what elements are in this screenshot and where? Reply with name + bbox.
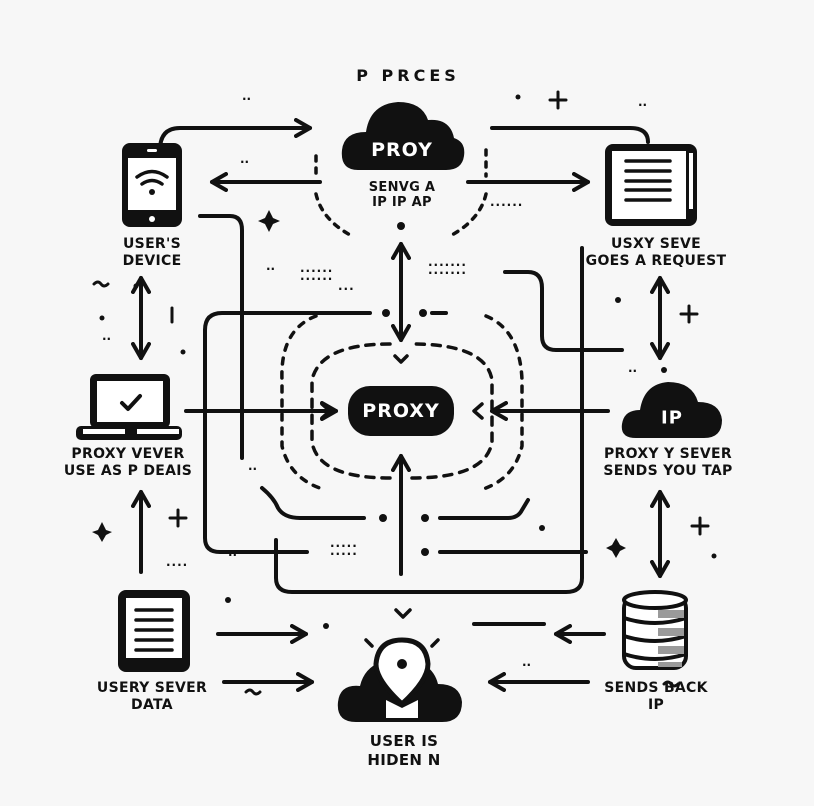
- tilde-icon: [92, 280, 110, 288]
- svg-text:......: ......: [300, 261, 333, 275]
- line-proxy-to-doc-top: [490, 126, 650, 144]
- check-icon: [120, 394, 142, 411]
- svg-text:...: ...: [338, 279, 355, 293]
- ip-cloud-icon: [621, 382, 722, 438]
- svg-text:..: ..: [228, 545, 237, 559]
- arrow-device-to-proxy: [158, 118, 312, 152]
- tablet-document-icon: [118, 590, 190, 672]
- chevron-down-bottom: [394, 608, 412, 619]
- laptop-label: PROXY VEVER USE AS P DEAIS: [63, 446, 193, 479]
- plus-icon: [548, 90, 568, 110]
- plus-icon: [690, 516, 710, 536]
- frame-bottom: [274, 246, 584, 594]
- frame-left-outer-down: [203, 328, 309, 554]
- frame-left-outer: [203, 311, 372, 332]
- server-data-label: USERY SEVER DATA: [96, 680, 208, 713]
- chevron-down: [393, 354, 409, 364]
- ray: [430, 638, 440, 648]
- svg-text:..: ..: [638, 95, 647, 109]
- frame-left-curve: [260, 486, 366, 520]
- plus-icon: [679, 304, 699, 324]
- svg-text:......: ......: [490, 195, 523, 209]
- svg-text:..: ..: [628, 361, 637, 375]
- dashed-cloud-left: [314, 154, 354, 238]
- proxy-center-node: [348, 386, 454, 436]
- svg-text:......: ......: [300, 269, 333, 283]
- svg-text:.....: .....: [330, 544, 358, 558]
- dashed-ring-outer: [280, 314, 524, 492]
- frame-left-inner: [198, 214, 244, 460]
- plus-icon: [168, 508, 188, 528]
- smartphone-wifi-icon: [122, 143, 182, 227]
- svg-text:.....: .....: [330, 536, 358, 550]
- laptop-check-icon: [76, 374, 182, 440]
- chevron-right: [320, 402, 332, 420]
- dashed-ring-inner: [310, 342, 494, 480]
- tilde-icon: [662, 680, 680, 688]
- dashed-cloud-right: [448, 148, 488, 238]
- chevron-left: [472, 402, 484, 420]
- svg-text:....: ....: [166, 555, 188, 569]
- svg-text:..: ..: [248, 459, 257, 473]
- ray: [364, 638, 374, 648]
- svg-text:..: ..: [266, 259, 275, 273]
- users-device-label: USER'S DEVICE: [122, 236, 182, 269]
- ip-cloud-label: PROXY Y SEVER SENDS YOU TAP: [603, 446, 733, 479]
- svg-text:..: ..: [102, 329, 111, 343]
- svg-text:..: ..: [242, 89, 251, 103]
- request-doc-label: USXY SEVE GOES A REQUEST: [585, 236, 727, 269]
- sparkle-icon: [606, 538, 626, 558]
- document-icon: [605, 144, 697, 226]
- ip-cloud-inner-label: IP: [661, 407, 683, 429]
- sparkle-icon: [258, 210, 280, 232]
- svg-text:..: ..: [240, 152, 249, 166]
- user-hidden-label: USER IS HIDEN N: [367, 732, 441, 769]
- svg-text:.......: .......: [428, 263, 467, 277]
- database-icon: [622, 590, 688, 670]
- diagram-title: P PRCES: [356, 66, 460, 85]
- center-proxy-label: PROXY: [362, 400, 440, 422]
- svg-text:..: ..: [522, 655, 531, 669]
- svg-text:.......: .......: [428, 255, 467, 269]
- top-cloud-label: PROY: [371, 139, 433, 161]
- proxy-cloud-top: [341, 102, 465, 170]
- frame-right-top: [503, 270, 624, 352]
- tilde-icon: [244, 688, 262, 696]
- sparkle-icon: [92, 522, 112, 542]
- frame-right-mid: [438, 498, 530, 520]
- top-cloud-caption: SENVG A IP IP AP: [368, 180, 436, 210]
- cloud-location-pin-icon: [337, 637, 462, 722]
- database-label: SENDS BACK IP: [604, 680, 708, 713]
